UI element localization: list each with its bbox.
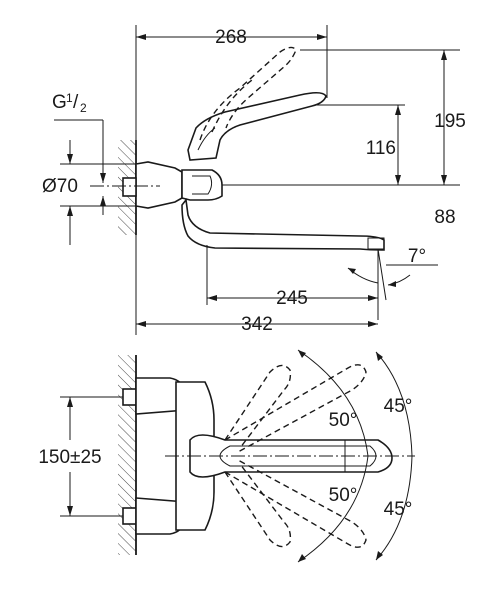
dim-195-arrow-top bbox=[441, 50, 447, 60]
dim-116-arrow-top bbox=[395, 105, 401, 115]
arc-upper-50-arrow bbox=[298, 350, 306, 358]
wall-plate bbox=[135, 161, 183, 209]
side-view: 268 195 116 88 7° 245 342 bbox=[42, 25, 466, 335]
dim-268-arrow-left bbox=[136, 34, 146, 40]
lever-pos-lower-45 bbox=[224, 459, 367, 548]
spout bbox=[181, 198, 385, 251]
inlet-connector bbox=[122, 177, 137, 197]
angle-lower-45-label: 45° bbox=[384, 499, 413, 520]
arc-upper-50 bbox=[297, 349, 369, 457]
spout-axis-angled bbox=[377, 248, 387, 301]
inlet-upper bbox=[122, 388, 137, 406]
dim-195-arrow-bottom bbox=[441, 175, 447, 185]
lever-alt-detail bbox=[211, 79, 253, 133]
arc-upper-45 bbox=[375, 351, 413, 457]
dim-150-arrow-top bbox=[67, 397, 73, 407]
dia-arrow-bottom bbox=[67, 206, 73, 216]
arc-lower-45 bbox=[375, 455, 413, 561]
angle-upper-50-label: 50° bbox=[329, 410, 358, 431]
thread-arrow bbox=[100, 173, 106, 183]
dim-342-arrow-right bbox=[368, 321, 378, 327]
dia-arrow-top bbox=[67, 154, 73, 164]
arc-lower-50 bbox=[297, 455, 369, 563]
dim-7deg-label: 7° bbox=[408, 246, 426, 267]
dim-342-arrow-left bbox=[136, 321, 146, 327]
arc-lower-50-arrow bbox=[298, 554, 306, 562]
dim-245-label: 245 bbox=[276, 288, 308, 309]
dim-116-label: 116 bbox=[366, 138, 396, 159]
angle-arrow-left bbox=[348, 268, 356, 274]
dim-245-arrow-left bbox=[207, 295, 217, 301]
lever-alt-position bbox=[199, 46, 297, 141]
lever-pos-upper-50 bbox=[224, 364, 292, 449]
angle-lower-50-label: 50° bbox=[329, 485, 358, 506]
dim-342-label: 342 bbox=[241, 314, 273, 335]
angle-arrow-right bbox=[388, 281, 396, 287]
dim-245-arrow-right bbox=[368, 295, 378, 301]
thread-denominator: 2 bbox=[80, 101, 87, 115]
wall-hatch-bottom bbox=[118, 355, 136, 555]
dim-195-label: 195 bbox=[434, 111, 466, 132]
angle-upper-45-label: 45° bbox=[384, 396, 413, 417]
dim-268-label: 268 bbox=[215, 27, 247, 48]
diameter-label: Ø70 bbox=[42, 176, 78, 197]
dim-116-arrow-bottom bbox=[395, 175, 401, 185]
dim-88-label: 88 bbox=[434, 207, 455, 228]
lever-pos-upper-45 bbox=[224, 364, 367, 453]
arc-lower-45-arrow bbox=[376, 551, 383, 560]
thread-label: G bbox=[52, 92, 67, 113]
dim-150-arrow-bottom bbox=[67, 506, 73, 516]
spout-aerator bbox=[367, 237, 385, 250]
body-detail bbox=[192, 175, 213, 195]
thread-numerator: 1 bbox=[66, 91, 73, 105]
dim-268-arrow-right bbox=[317, 34, 327, 40]
thread-arrow-up bbox=[100, 196, 106, 206]
thread-slash: / bbox=[73, 92, 79, 113]
arc-upper-45-arrow bbox=[376, 352, 383, 361]
dim-150-label: 150±25 bbox=[38, 447, 101, 468]
top-view: 50° 50° 45° 45° 150±25 bbox=[38, 349, 415, 563]
mixer-body bbox=[181, 169, 223, 201]
lever-pos-lower-50 bbox=[224, 463, 292, 548]
lever-handle bbox=[187, 91, 327, 161]
inlet-lower bbox=[122, 507, 137, 525]
lever-top-detail bbox=[219, 445, 377, 467]
